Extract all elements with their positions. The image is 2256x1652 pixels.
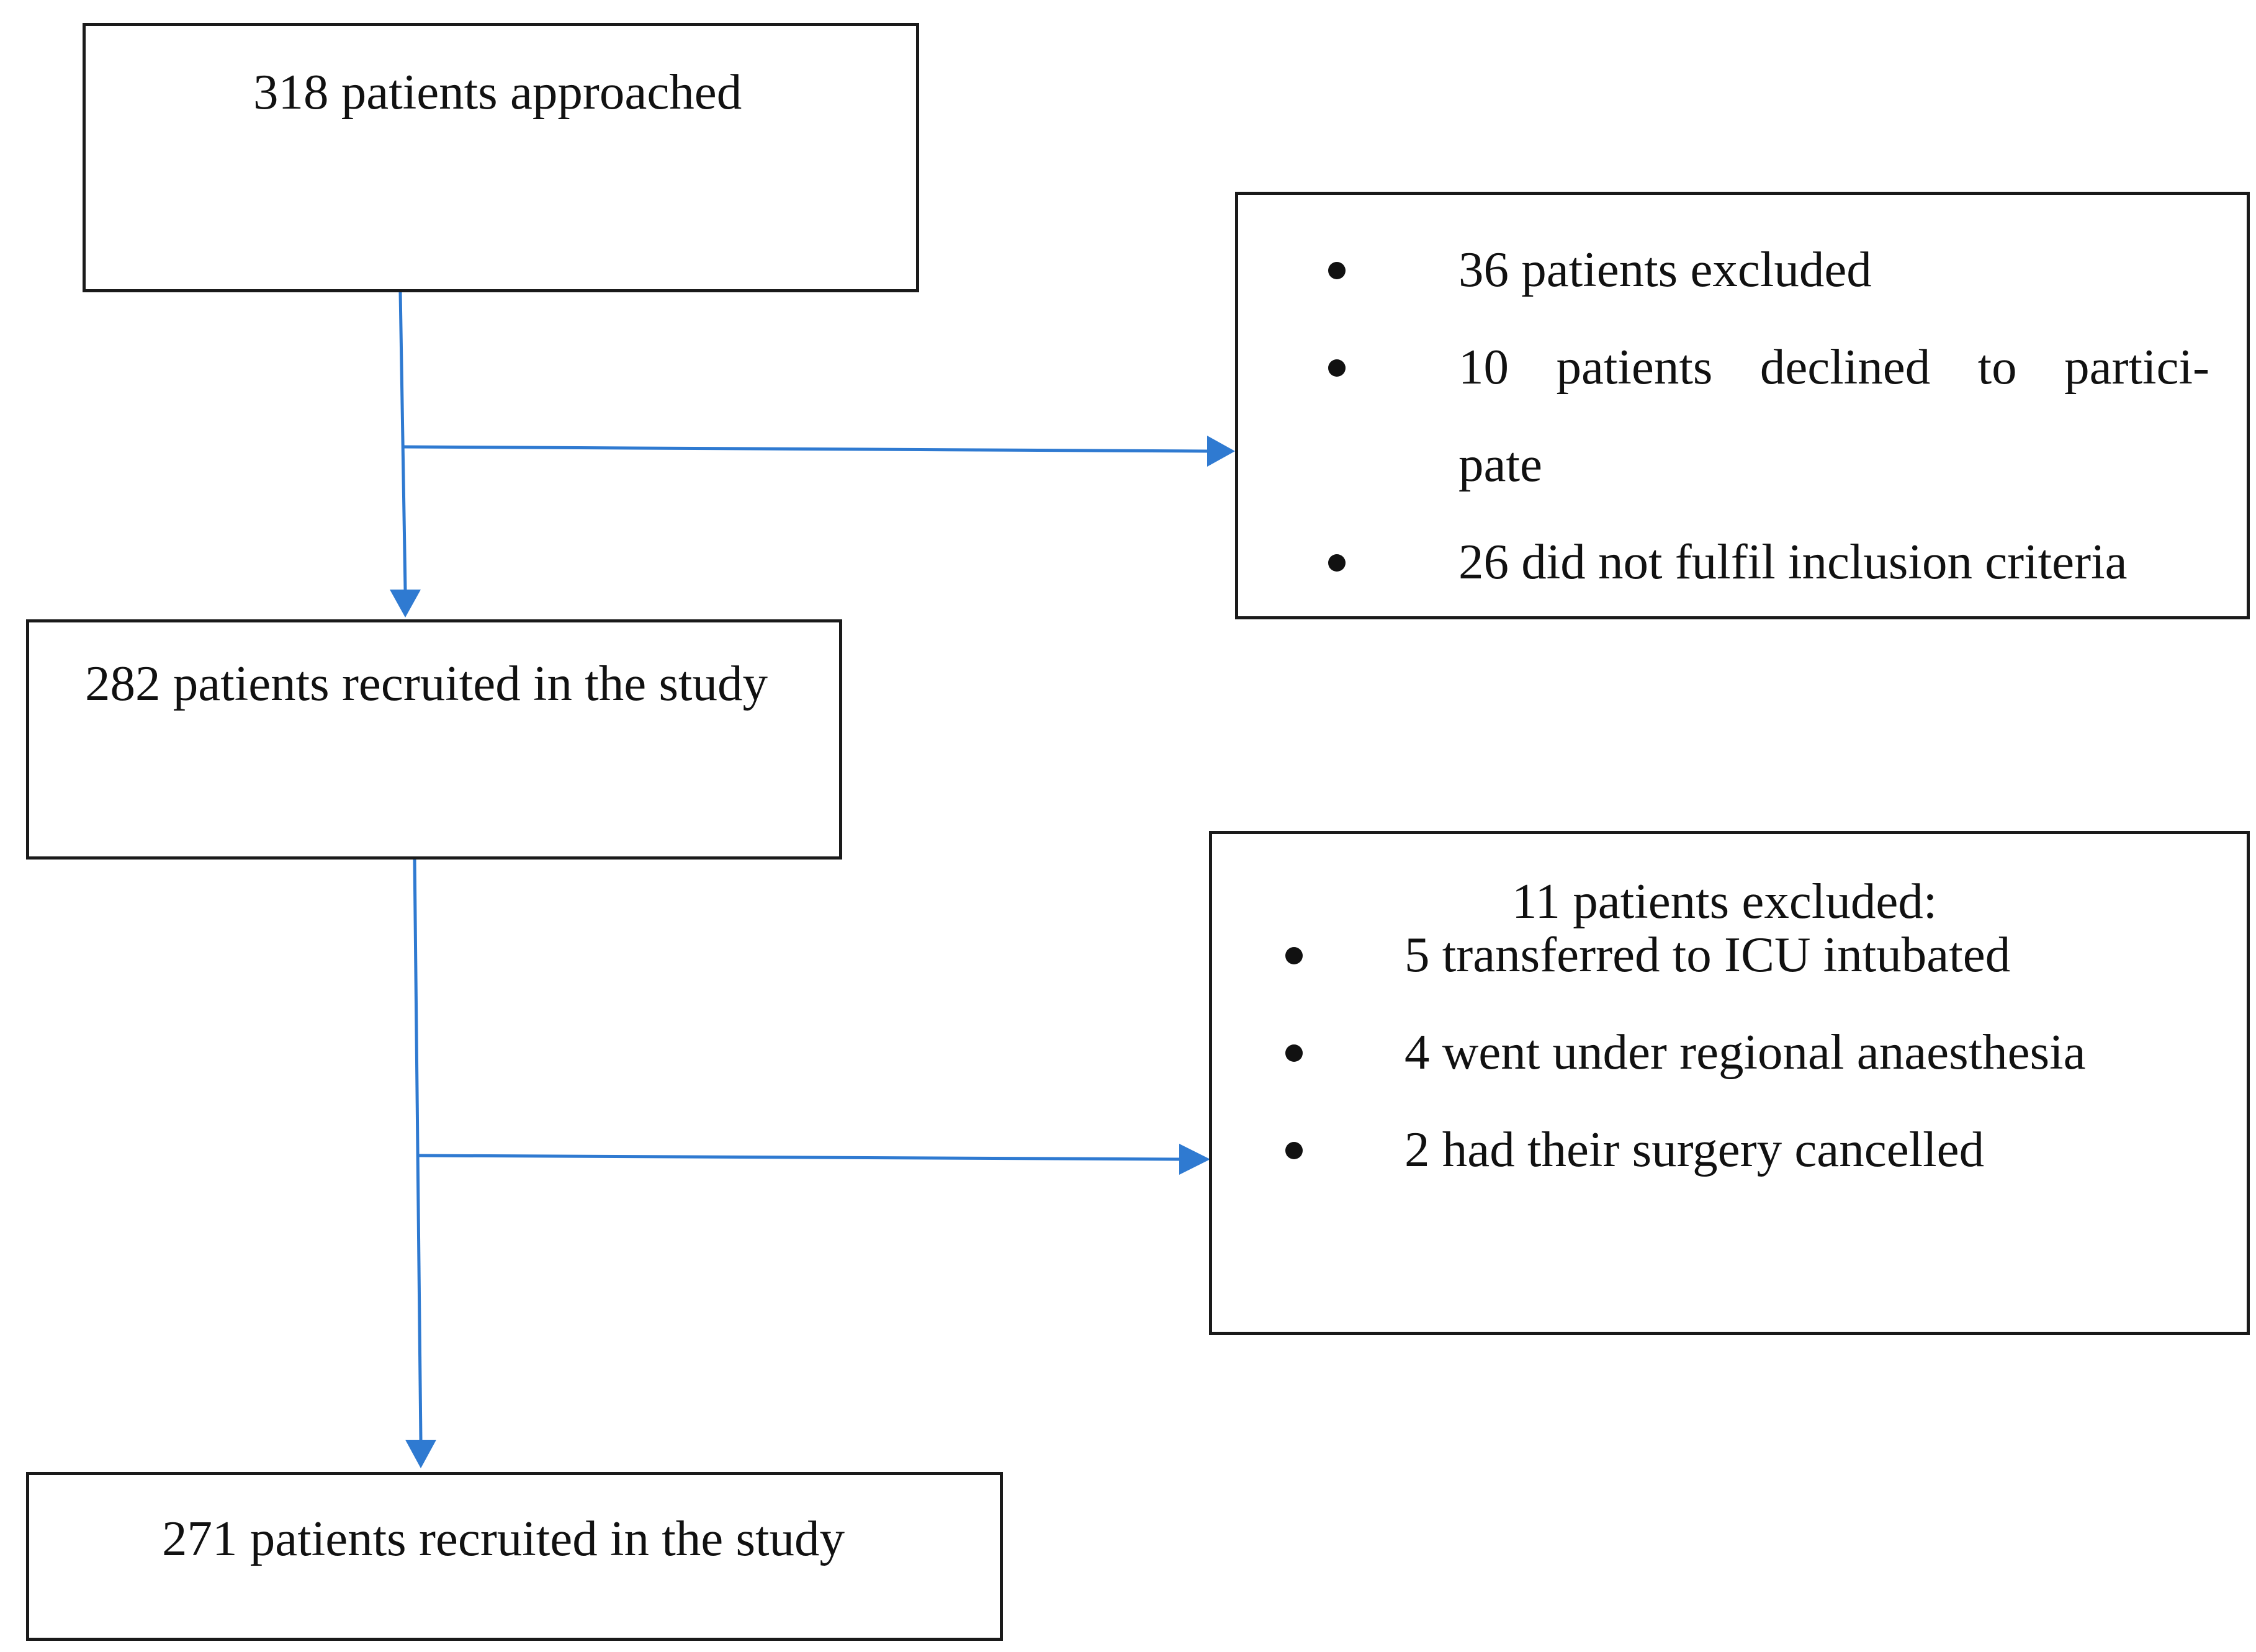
bullet-icon (1285, 1044, 1303, 1062)
word: to (1977, 339, 2017, 395)
exclusion-2-item: 2 had their surgery cancelled (1285, 1101, 2086, 1198)
bullet-icon (1285, 947, 1303, 964)
recruited-271-label: 271 patients recruited in the study (162, 1511, 845, 1566)
exclusion-2-item: 4 went under regional anaesthesia (1285, 1003, 2086, 1101)
arrow-branch-to-exclusion-1 (402, 445, 1208, 453)
box-patients-recruited-271: 271 patients recruited in the study (26, 1472, 1003, 1641)
word: partici- (2064, 339, 2209, 395)
bullet-icon (1328, 359, 1346, 377)
box-exclusion-1: 36 patients excluded 10 patients decline… (1235, 192, 2250, 619)
exclusion-1-item-continuation: pate (1328, 416, 2209, 513)
exclusion-2-item: 5 transferred to ICU intubated (1285, 906, 2086, 1003)
exclusion-2-item-text: 4 went under regional anaesthesia (1404, 1024, 2086, 1080)
box-exclusion-2: 11 patients excluded: 5 transferred to I… (1209, 831, 2250, 1335)
exclusion-1-item: 10 patients declined to partici- (1328, 318, 2209, 416)
arrowhead-4 (1179, 1144, 1210, 1175)
recruited-282-label: 282 patients recruited in the study (85, 655, 768, 711)
exclusion-1-item-text: 36 patients excluded (1458, 241, 1872, 297)
arrowhead-3 (405, 1440, 436, 1468)
approached-label: 318 patients approached (253, 64, 742, 120)
exclusion-1-list: 36 patients excluded 10 patients decline… (1328, 221, 2209, 611)
arrow-branch-to-exclusion-2 (417, 1154, 1180, 1161)
word: patients (1556, 339, 1713, 395)
exclusion-1-item: 26 did not fulfil inclusion criteria (1328, 513, 2209, 611)
exclusion-1-item-text-line-2: pate (1458, 436, 1542, 492)
box-patients-approached: 318 patients approached (83, 23, 919, 292)
bullet-icon (1328, 262, 1346, 279)
exclusion-1-item-text: 26 did not fulfil inclusion criteria (1458, 534, 2128, 590)
exclusion-2-item-text: 5 transferred to ICU intubated (1404, 927, 2011, 982)
box-patients-recruited-282: 282 patients recruited in the study (26, 619, 842, 860)
exclusion-2-list: 5 transferred to ICU intubated 4 went un… (1285, 906, 2086, 1198)
bullet-icon (1328, 554, 1346, 572)
exclusion-2-item-text: 2 had their surgery cancelled (1404, 1121, 1985, 1177)
arrow-approached-to-recruited (398, 291, 407, 590)
arrow-recruited-to-final (413, 858, 423, 1440)
arrowhead-2 (1207, 436, 1235, 467)
word: declined (1759, 339, 1931, 395)
exclusion-1-item: 36 patients excluded (1328, 221, 2209, 318)
exclusion-2-heading: 11 patients excluded: (1512, 873, 1938, 929)
arrowhead-1 (390, 590, 421, 617)
exclusion-1-item-text-line-1: 10 patients declined to partici- (1458, 318, 2209, 416)
word: 10 (1458, 339, 1509, 395)
bullet-icon (1285, 1142, 1303, 1159)
